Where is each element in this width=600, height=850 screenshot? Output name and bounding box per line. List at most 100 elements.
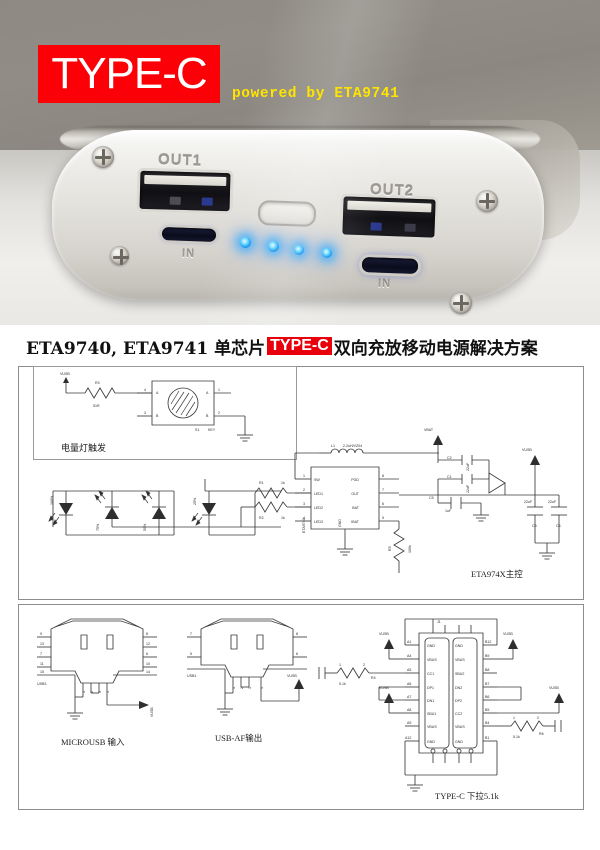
microusb-pin-11: 11 (40, 662, 44, 666)
usbaf-pin-7: 7 (190, 632, 192, 636)
ic-pin-num-3: 3 (303, 502, 305, 506)
typec-label-dn2: DN2 (455, 686, 462, 690)
typec-pin-a8: A8 (407, 708, 411, 712)
label-c2-ref: C2 (447, 456, 452, 460)
label-c4-value: 22uF (548, 500, 557, 504)
microusb-connector: 9 13 7 11 15 8 12 6 10 14 1 2 3 4 USB3 V… (37, 619, 157, 719)
microusb-sig-1: 1 (82, 691, 86, 693)
microusb-pin-13: 13 (40, 642, 44, 646)
typec-r4-pin2: 2 (363, 663, 365, 667)
label-r3-value: 51R (93, 404, 100, 408)
typec-pin-a12: A12 (405, 736, 411, 740)
label-r2-ref: R2 (259, 516, 264, 520)
trigger-caption: 电量灯触发 (61, 442, 106, 454)
ic-pin-num-8: 8 (382, 474, 384, 478)
schematic-top-svg: VUSB R3 51R 4 3 1 2 A B A B S1 KEY 电量灯触发 (19, 372, 583, 579)
ic-ref-designator: ETA9740 (302, 518, 306, 533)
typec-label-dp2: DP2 (455, 699, 462, 703)
typec-label-vbus-b4: VBUS (455, 725, 465, 729)
typec-pin-b1: B1 (485, 736, 489, 740)
screw-bottom-left (110, 246, 129, 265)
ic-pin-bat: BAT (352, 506, 360, 510)
ic-pin-num-4: 4 (303, 516, 305, 520)
typec-caption: TYPE-C 下拉5.1k (435, 791, 500, 801)
typec-badge-label: TYPE-C (51, 49, 207, 98)
switch-pin-1: 1 (218, 388, 220, 392)
ic-pin-num-6: 6 (382, 502, 384, 506)
microusb-pin-15: 15 (40, 670, 44, 674)
ic-pin-num-5: 5 (382, 516, 384, 520)
microusb-sig-3: 3 (98, 691, 102, 693)
typec-rail-3: VUSB (379, 686, 389, 690)
typec-pin-b8: B8 (485, 668, 489, 672)
led-indicator-1 (240, 237, 251, 248)
typec-label-gnd-b1: GND (455, 740, 463, 744)
trigger-circuit: VUSB R3 51R 4 3 1 2 A B A B S1 KEY (60, 372, 253, 441)
typec-pin-b12: B12 (485, 640, 491, 644)
label-vbat: VBAT (424, 428, 434, 432)
typec-r4-pin1: 1 (339, 663, 341, 667)
vusb-output-node: VUSB 22uF C3 22uF C4 (505, 448, 567, 559)
screw-top-left (92, 146, 114, 168)
switch-label: KEY (208, 428, 216, 432)
typec-vusb-arrow-b4 (554, 693, 564, 703)
typec-label-vbus-b9: VBUS (455, 658, 465, 662)
typec-vusb-arrow-a4 (384, 639, 394, 649)
typec-label-sbu1: SBU1 (427, 712, 436, 716)
label-r1-value: 1k (281, 481, 285, 485)
schematic-panel-top: VUSB R3 51R 4 3 1 2 A B A B S1 KEY 电量灯触发 (18, 366, 584, 600)
led-label-50: 50% (143, 523, 147, 531)
usbaf-rail: VUSB (287, 674, 297, 678)
typec-label-gnd-b12: GND (455, 644, 463, 648)
led-indicator-4 (322, 248, 332, 258)
usbaf-ref: USB1 (187, 674, 196, 678)
microusb-sig-4: 4 (106, 691, 110, 693)
label-r5-value: 100k (408, 545, 412, 553)
usb-af-connector: 7 5 8 6 1 2 3 4 USB1 VUSB (187, 619, 307, 715)
typec-pin-a9: A9 (407, 721, 411, 725)
typec-ref: J1 (437, 620, 441, 624)
ic-pin-ibat: IBAT (351, 520, 360, 524)
typec-pin-a4: A4 (407, 654, 411, 658)
led-indicator-3 (294, 245, 304, 255)
ic-pin-num-7: 7 (382, 488, 384, 492)
microusb-vusb-arrow (139, 701, 149, 709)
switch-pin-4: 4 (144, 388, 146, 392)
power-stage: VBAT L1 2.2uH/VZ04 C2 22uF C1 22uF (319, 428, 505, 521)
usbaf-pin-5: 5 (190, 652, 192, 656)
typec-pin-a1: A1 (407, 640, 411, 644)
ic-pin-led1: LED1 (314, 492, 323, 496)
typec-pin-a5: A5 (407, 668, 411, 672)
typec-r4-value: 5.1k (339, 682, 346, 686)
microusb-pin-14: 14 (146, 670, 150, 674)
page-title: ETA9740, ETA9741 单芯片 TYPE-C 双向充放移动电源解决方案 (26, 333, 538, 359)
ic-pin-pgd: PGD (351, 478, 359, 482)
label-c5-ref: C5 (429, 496, 434, 500)
microusb-pin-10: 10 (146, 662, 150, 666)
led-label-100: 100% (50, 495, 54, 505)
usbaf-pin-6: 6 (296, 652, 298, 656)
usbaf-sig-2: 2 (240, 687, 244, 689)
usbaf-sig-3: 3 (248, 687, 252, 689)
typec-label-cc2: CC2 (455, 712, 462, 716)
microusb-sig-2: 2 (90, 691, 94, 693)
typec-r6-pin2: 2 (537, 716, 539, 720)
typec-label-dn1: DN1 (427, 699, 434, 703)
usbaf-caption: USB-AF输出 (215, 733, 262, 743)
label-vusb-output: VUSB (522, 448, 532, 452)
ic-pin-sw: SW (314, 478, 320, 482)
typec-rail-4: VUSB (549, 686, 559, 690)
vusb-arrow-trigger (63, 377, 69, 383)
microusb-ref: USB3 (37, 682, 46, 686)
switch-terminal-a2: A (206, 391, 209, 395)
label-l1-ref: L1 (331, 444, 335, 448)
typec-rail-1: VUSB (379, 632, 389, 636)
usbaf-sig-1: 1 (232, 687, 236, 689)
resistors-r1-r2: R1 1k R2 1k (241, 481, 311, 527)
typec-label-dp1: DP1 (427, 686, 434, 690)
microusb-pin-8: 8 (146, 632, 148, 636)
led-indicator-2 (268, 241, 279, 252)
microusb-pin-12: 12 (146, 642, 150, 646)
typec-label-cc1: CC1 (427, 672, 434, 676)
label-r3-ref: R3 (95, 381, 100, 385)
